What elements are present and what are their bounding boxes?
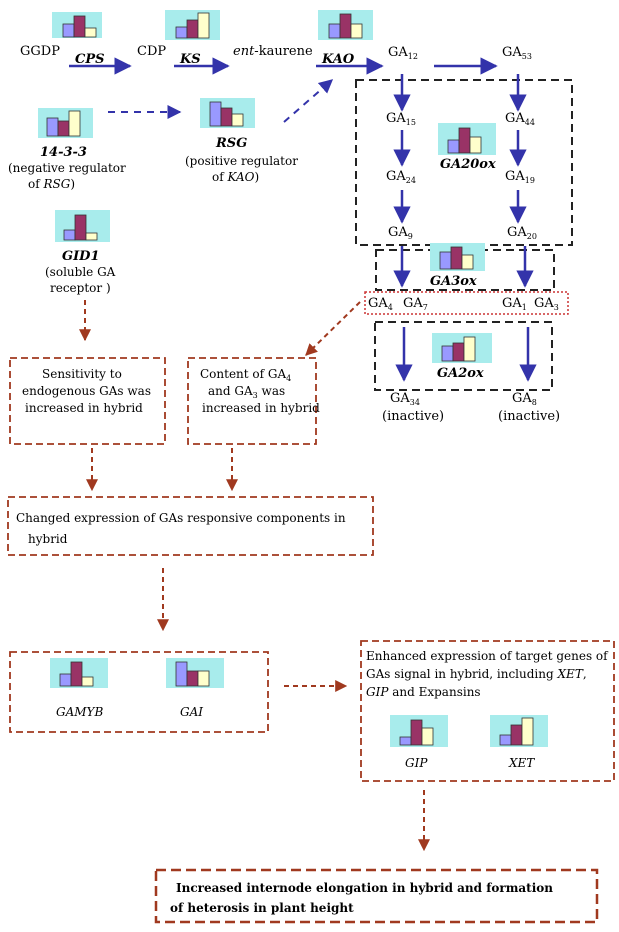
sensitivity-line3: increased in hybrid <box>25 401 143 415</box>
ga24-label: GA24 <box>386 169 416 185</box>
ga20ox-label: GA20ox <box>440 157 496 172</box>
ga44-label: GA44 <box>505 111 535 127</box>
ga19-label: GA19 <box>505 169 535 185</box>
1433-desc-line1: (negative regulator <box>8 161 126 175</box>
enhanced-line2: GAs signal in hybrid, including XET, <box>366 667 587 681</box>
content-line2: and GA3 was <box>208 384 285 400</box>
changed-line2: hybrid <box>28 532 68 546</box>
final-line1: Increased internode elongation in hybrid… <box>176 881 553 895</box>
xet-chart-icon <box>490 715 548 747</box>
ga34-inactive-label: (inactive) <box>382 409 444 424</box>
final-line2: of heterosis in plant height <box>170 901 354 915</box>
gip-chart-icon <box>390 715 448 747</box>
active-ga-box <box>364 291 569 315</box>
gid1-chart-icon <box>55 210 110 242</box>
1433-chart-icon <box>38 108 93 138</box>
content-box <box>187 357 317 445</box>
kao-label: KAO <box>321 52 355 67</box>
rsg-desc-line1: (positive regulator <box>185 154 298 168</box>
ga2ox-chart-icon <box>432 333 492 363</box>
gai-chart-icon <box>166 658 224 688</box>
ga20ox-chart-icon <box>438 123 496 155</box>
ga3ox-label: GA3ox <box>430 274 477 289</box>
gip-label: GIP <box>405 756 428 770</box>
cps-label: CPS <box>75 52 105 67</box>
ga3ox-box <box>375 249 555 291</box>
rsg-label: RSG <box>215 136 247 151</box>
ga4-label: GA4 <box>368 296 393 312</box>
ga15-label: GA15 <box>386 111 416 127</box>
sensitivity-line2: endogenous GAs was <box>22 384 151 398</box>
cps-chart-icon <box>52 12 102 38</box>
changed-line1: Changed expression of GAs responsive com… <box>16 511 346 525</box>
cdp-label: CDP <box>137 44 166 59</box>
ggdp-label: GGDP <box>20 44 60 59</box>
gai-label: GAI <box>180 705 203 719</box>
rsg-chart-icon <box>200 98 255 128</box>
arrow-rsg-kao <box>283 79 334 123</box>
ga3-label: GA3 <box>534 296 559 312</box>
ga1-label: GA1 <box>502 296 527 312</box>
arrow-active-ga-content <box>305 301 361 356</box>
final-outcome-box <box>154 868 599 924</box>
ent-kaurene-label: ent-kaurene <box>233 44 313 59</box>
gamyb-gai-box <box>9 651 269 733</box>
ks-chart-icon <box>165 10 220 40</box>
enhanced-line3: GIP and Expansins <box>366 685 481 699</box>
gamyb-label: GAMYB <box>56 705 103 719</box>
ga9-label: GA9 <box>388 225 413 241</box>
sensitivity-line1: Sensitivity to <box>42 367 122 381</box>
ks-label: KS <box>179 52 201 67</box>
1433-label: 14-3-3 <box>40 145 87 160</box>
gid1-label: GID1 <box>62 249 100 264</box>
ga53-label: GA53 <box>502 45 532 61</box>
ga20-label: GA20 <box>507 225 537 241</box>
ga12-label: GA12 <box>388 45 418 61</box>
gid1-desc-line2: receptor ) <box>50 281 111 295</box>
ga8-label: GA8 <box>512 391 537 407</box>
ga8-inactive-label: (inactive) <box>498 409 560 424</box>
ga34-label: GA34 <box>390 391 420 407</box>
ga7-label: GA7 <box>403 296 428 312</box>
1433-desc-line2: of RSG) <box>28 177 75 191</box>
xet-label: XET <box>508 756 535 770</box>
content-line3: increased in hybrid <box>202 401 320 415</box>
gid1-desc-line1: (soluble GA <box>45 265 116 279</box>
ga2ox-label: GA2ox <box>437 366 484 381</box>
kao-chart-icon <box>318 10 373 40</box>
ga2ox-box <box>374 321 553 391</box>
changed-expression-box <box>7 496 374 556</box>
ga3ox-chart-icon <box>430 243 485 271</box>
gamyb-chart-icon <box>50 658 108 688</box>
content-line1: Content of GA4 <box>200 367 291 383</box>
rsg-desc-line2: of KAO) <box>212 170 259 184</box>
enhanced-expression-box <box>360 640 615 782</box>
sensitivity-box <box>9 357 166 445</box>
enhanced-line1: Enhanced expression of target genes of <box>366 649 609 663</box>
